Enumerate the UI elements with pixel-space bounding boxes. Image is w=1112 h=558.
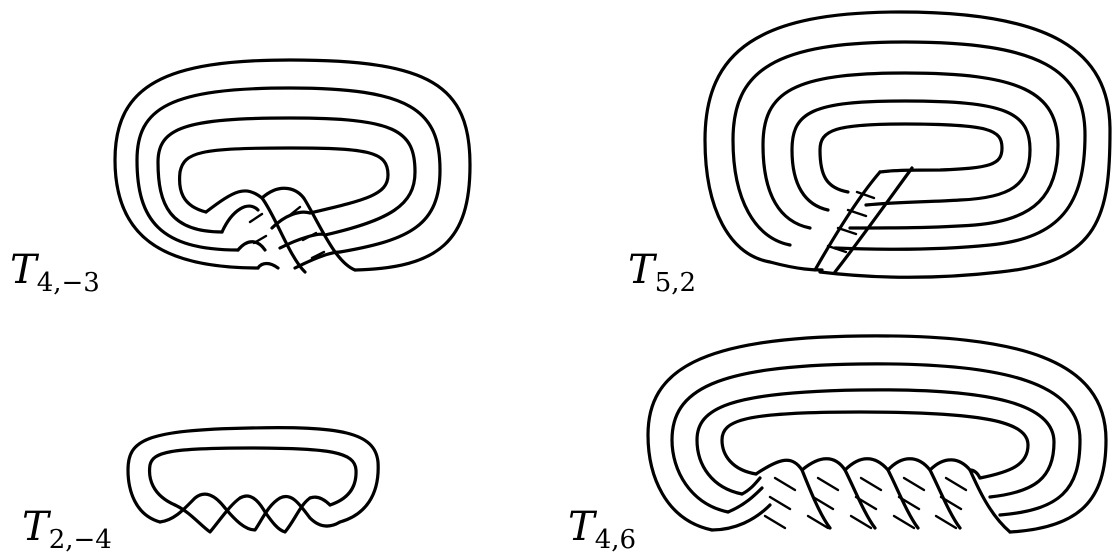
- knot-strand: [256, 261, 280, 270]
- knot-strand: [220, 204, 260, 234]
- crossing-mark: [310, 250, 326, 260]
- crossing-mark: [248, 212, 264, 224]
- knot-diagram-t5-2: [703, 10, 1112, 279]
- knot-strand: [135, 86, 442, 254]
- crossing-mark: [773, 476, 797, 492]
- knot-strand: [968, 468, 982, 480]
- knot-strand: [177, 146, 390, 215]
- knot-strand: [158, 492, 227, 524]
- knot-strand: [761, 71, 1060, 230]
- crossing-mark: [849, 514, 873, 530]
- crossing-mark: [816, 476, 840, 492]
- knot-strand: [710, 503, 772, 532]
- knot-strand: [670, 362, 1082, 517]
- knot-strand: [731, 40, 1087, 251]
- crossing-mark: [763, 514, 787, 530]
- crossing-mark: [836, 226, 858, 236]
- knot-strand: [173, 496, 242, 534]
- crossing-mark: [934, 514, 958, 530]
- crossing-mark: [252, 234, 268, 245]
- panel-label-t5-2: T5,2: [628, 247, 696, 298]
- knot-diagram-t2-minus4: [126, 426, 380, 534]
- knot-strand: [833, 166, 914, 274]
- knot-strand: [703, 10, 1112, 279]
- knot-strand: [260, 186, 357, 272]
- knot-strand: [646, 334, 1108, 534]
- knot-strand: [768, 260, 824, 272]
- knot-strand: [813, 170, 882, 272]
- crossing-mark: [846, 208, 868, 218]
- crossing-mark: [288, 205, 302, 217]
- knot-diagram-t4-minus3: [113, 58, 472, 274]
- knot-strand: [223, 496, 282, 532]
- crossing-mark: [939, 495, 963, 511]
- knot-strand: [818, 122, 1004, 194]
- crossing-mark: [944, 476, 968, 492]
- knot-strand: [740, 476, 762, 496]
- crossing-mark: [897, 495, 921, 511]
- knot-strand: [720, 410, 1030, 480]
- crossing-mark: [855, 190, 876, 200]
- knot-strand: [236, 240, 267, 252]
- crossing-mark: [811, 495, 835, 511]
- panel-label-t4-6: T4,6: [568, 504, 636, 553]
- knot-diagram-t4-6: [646, 334, 1108, 534]
- crossing-mark: [826, 244, 848, 254]
- knot-strand: [113, 58, 472, 272]
- knot-strand: [147, 446, 358, 507]
- panel-label-t2-minus4: T2,−4: [22, 504, 112, 553]
- crossing-mark: [892, 514, 916, 530]
- knot-strand: [278, 495, 342, 528]
- crossing-mark: [301, 231, 318, 242]
- crossing-mark: [768, 495, 792, 511]
- crossing-mark: [806, 514, 830, 530]
- crossing-mark: [902, 476, 926, 492]
- knot-strand: [156, 116, 417, 237]
- knot-strand: [308, 495, 332, 507]
- knot-strand: [726, 486, 764, 514]
- knot-strand: [293, 250, 342, 270]
- panel-label-t4-minus3: T4,−3: [10, 247, 100, 298]
- knot-strand: [790, 99, 1032, 212]
- crossing-mark: [859, 476, 883, 492]
- crossing-mark: [854, 495, 878, 511]
- knot-strand: [126, 426, 380, 524]
- knot-strand: [238, 494, 312, 534]
- knot-strand: [695, 388, 1056, 499]
